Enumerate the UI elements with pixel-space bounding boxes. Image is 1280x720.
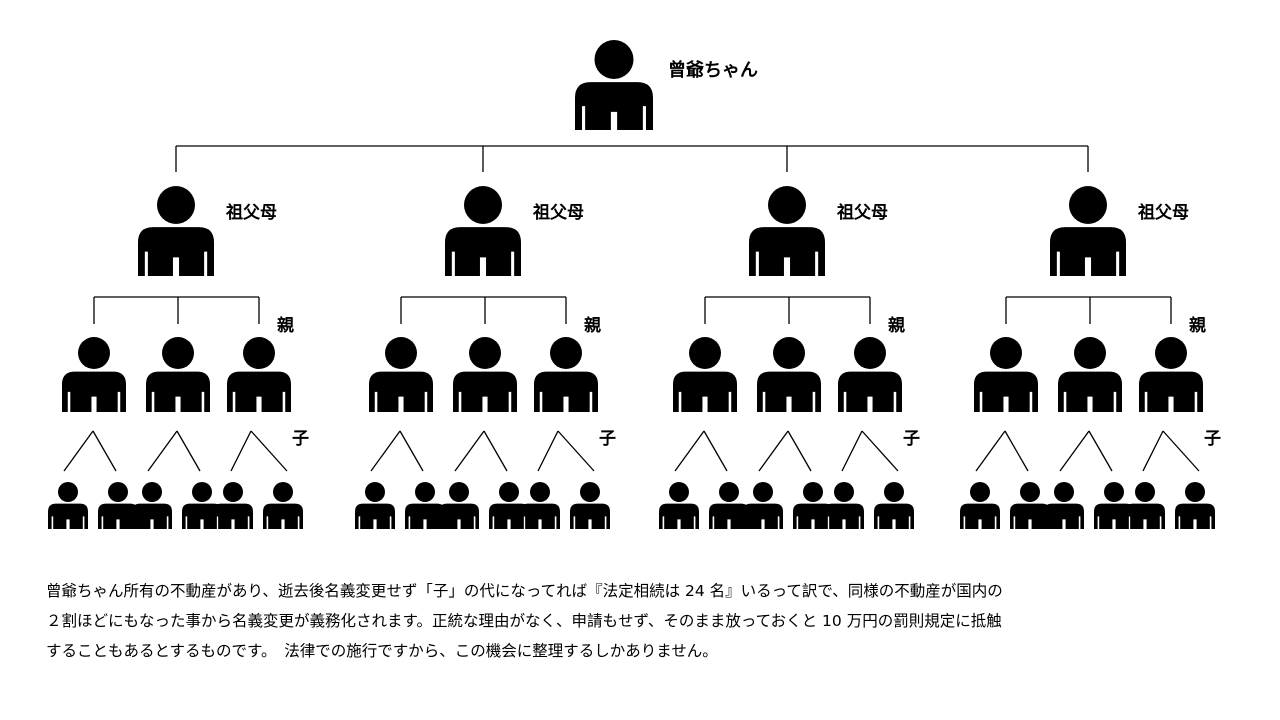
child-line-4-1-a — [975, 430, 1006, 472]
parent-figure-1-3 — [227, 337, 291, 412]
parent-figure-4-3 — [1139, 337, 1203, 412]
child-label-1: 子 — [292, 429, 309, 449]
parent-figure-4-2 — [1058, 337, 1122, 412]
tree-people — [48, 40, 1215, 529]
child-line-4-3-b — [1162, 430, 1200, 472]
child-line-1-3-a — [230, 430, 252, 472]
grandparent-figure-4 — [1050, 186, 1126, 276]
child-figure-4-1-2 — [1010, 482, 1050, 529]
parent-label-3: 親 — [888, 315, 905, 336]
child-line-1-1-a — [63, 430, 94, 472]
parent-label-1: 親 — [277, 315, 294, 336]
child-figure-2-3-1 — [520, 482, 560, 529]
child-figure-2-2-2 — [489, 482, 529, 529]
grandparent-figure-1 — [138, 186, 214, 276]
parent-figure-1-1 — [62, 337, 126, 412]
child-figure-4-2-2 — [1094, 482, 1134, 529]
parent-figure-2-2 — [453, 337, 517, 412]
tree-connector-lines — [63, 145, 1200, 472]
child-figure-3-1-2 — [709, 482, 749, 529]
grandparent-label-3: 祖父母 — [836, 202, 888, 223]
child-line-3-2-b — [787, 430, 812, 472]
grandparent-figure-2 — [445, 186, 521, 276]
description-line-2: ２割ほどにもなった事から名義変更が義務化されます。正統な理由がなく、申請もせず、… — [46, 612, 1002, 630]
child-figure-2-1-2 — [405, 482, 445, 529]
child-figure-1-1-1 — [48, 482, 88, 529]
child-line-3-1-b — [703, 430, 728, 472]
parent-label-2: 親 — [584, 315, 601, 336]
child-line-4-1-b — [1004, 430, 1029, 472]
child-line-1-2-b — [176, 430, 201, 472]
parent-figure-3-2 — [757, 337, 821, 412]
child-figure-3-2-1 — [743, 482, 783, 529]
child-figure-1-3-1 — [213, 482, 253, 529]
child-figure-2-2-1 — [439, 482, 479, 529]
child-figure-3-3-2 — [874, 482, 914, 529]
parent-figure-3-3 — [838, 337, 902, 412]
parent-label-4: 親 — [1189, 315, 1206, 336]
grandparent-figure-3 — [749, 186, 825, 276]
parent-figure-1-2 — [146, 337, 210, 412]
child-line-2-2-b — [483, 430, 508, 472]
child-figure-3-2-2 — [793, 482, 833, 529]
child-line-3-3-a — [841, 430, 863, 472]
child-figure-3-3-1 — [824, 482, 864, 529]
child-figure-2-1-1 — [355, 482, 395, 529]
child-figure-1-2-2 — [182, 482, 222, 529]
child-figure-1-3-2 — [263, 482, 303, 529]
description-line-3: することもあるとするものです。 法律での施行ですから、この機会に整理するしかあり… — [46, 642, 718, 660]
child-figure-4-1-1 — [960, 482, 1000, 529]
child-line-2-1-a — [370, 430, 401, 472]
parent-figure-4-1 — [974, 337, 1038, 412]
child-label-2: 子 — [599, 429, 616, 449]
child-line-3-1-a — [674, 430, 705, 472]
child-line-1-1-b — [92, 430, 117, 472]
grandparent-label-2: 祖父母 — [532, 202, 584, 223]
grandparent-label-1: 祖父母 — [225, 202, 277, 223]
child-line-3-3-b — [861, 430, 899, 472]
child-line-2-2-a — [454, 430, 485, 472]
child-figure-1-1-2 — [98, 482, 138, 529]
child-line-2-3-b — [557, 430, 595, 472]
great-grandparent-label: 曾爺ちゃん — [668, 59, 758, 81]
description-text: 曾爺ちゃん所有の不動産があり、逝去後名義変更せず「子」の代になってれば『法定相続… — [46, 576, 1246, 666]
parent-figure-3-1 — [673, 337, 737, 412]
child-figure-4-3-1 — [1125, 482, 1165, 529]
child-line-4-2-a — [1059, 430, 1090, 472]
child-line-4-3-a — [1142, 430, 1164, 472]
child-line-1-2-a — [147, 430, 178, 472]
grandparent-label-4: 祖父母 — [1137, 202, 1189, 223]
child-label-4: 子 — [1204, 429, 1221, 449]
great-grandparent-figure — [575, 40, 653, 130]
child-figure-4-3-2 — [1175, 482, 1215, 529]
child-label-3: 子 — [903, 429, 920, 449]
parent-figure-2-3 — [534, 337, 598, 412]
parent-figure-2-1 — [369, 337, 433, 412]
child-line-2-3-a — [537, 430, 559, 472]
child-line-2-1-b — [399, 430, 424, 472]
child-figure-4-2-1 — [1044, 482, 1084, 529]
child-line-4-2-b — [1088, 430, 1113, 472]
child-figure-3-1-1 — [659, 482, 699, 529]
child-figure-2-3-2 — [570, 482, 610, 529]
child-line-3-2-a — [758, 430, 789, 472]
child-figure-1-2-1 — [132, 482, 172, 529]
child-line-1-3-b — [250, 430, 288, 472]
description-line-1: 曾爺ちゃん所有の不動産があり、逝去後名義変更せず「子」の代になってれば『法定相続… — [46, 582, 1003, 600]
